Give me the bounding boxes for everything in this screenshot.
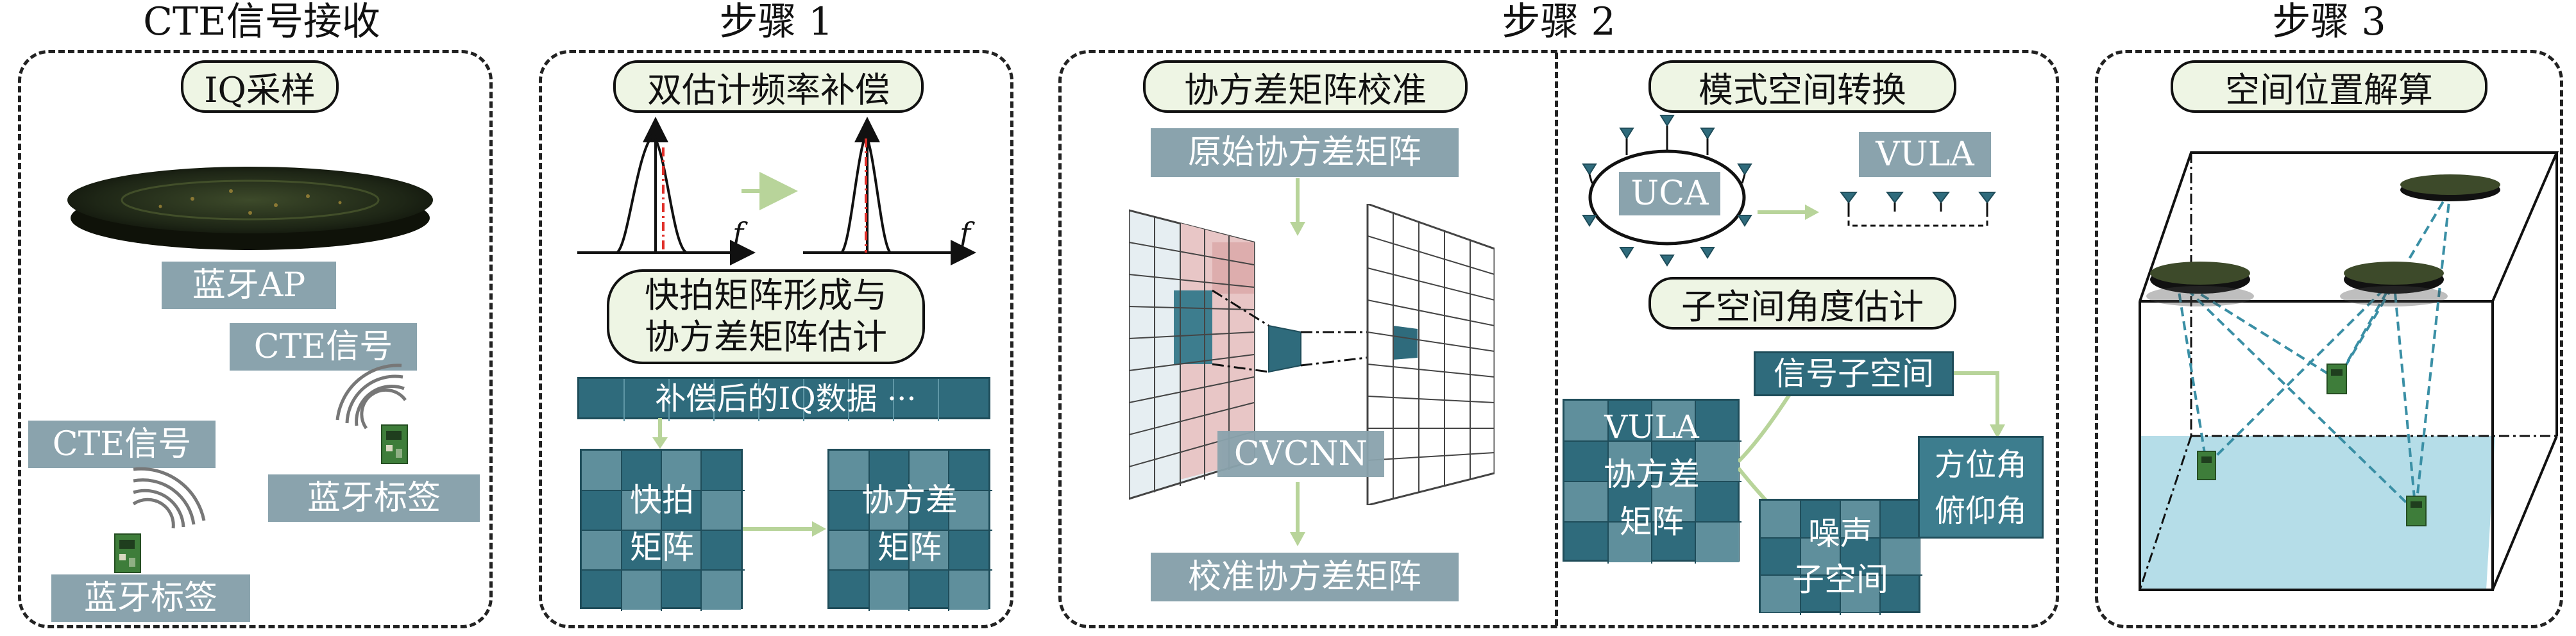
panel2-divider bbox=[1555, 53, 1558, 626]
cte-signal-label-left: CTE信号 bbox=[28, 421, 216, 468]
snapshot-title-line2: 协方差矩阵估计 bbox=[645, 317, 887, 357]
spectrum-compensation-plot: f f bbox=[577, 117, 976, 265]
3d-positioning-scene bbox=[2139, 151, 2559, 591]
noise-label-2: 子空间 bbox=[1792, 561, 1888, 598]
bluetooth-tag-label-left: 蓝牙标签 bbox=[51, 574, 250, 622]
vula-matrix-grid bbox=[1564, 401, 1741, 564]
noise-subspace-matrix: 噪声 子空间 bbox=[1759, 499, 1922, 615]
ap-discs bbox=[2146, 174, 2500, 306]
snapshot-matrix: 快拍 矩阵 bbox=[580, 449, 745, 611]
f-axis-label-2: f bbox=[958, 216, 975, 251]
cvcnn-network-diagram bbox=[1129, 204, 1495, 505]
snapshot-title-line1: 快拍矩阵形成与 bbox=[645, 275, 887, 316]
iq-to-snapshot-arrow bbox=[652, 418, 668, 449]
covariance-matrix-label-2: 矩阵 bbox=[877, 529, 942, 566]
signal-to-angle-arrow bbox=[1954, 371, 2005, 439]
signal-wave-icon bbox=[335, 364, 407, 430]
subspace-angle-estimation-pill: 子空间角度估计 bbox=[1648, 277, 1956, 330]
f-axis-label: f bbox=[731, 216, 748, 251]
raw-covariance-label: 原始协方差矩阵 bbox=[1151, 128, 1459, 177]
snapshot-covariance-pill: 快拍矩阵形成与 协方差矩阵估计 bbox=[607, 269, 925, 364]
cvcnn-label: CVCNN bbox=[1217, 431, 1384, 477]
vula-array-diagram bbox=[1840, 192, 1996, 227]
panel3-frame bbox=[2095, 50, 2563, 628]
panel3-title: 步骤 3 bbox=[2272, 0, 2386, 44]
panel1-frame bbox=[539, 50, 1013, 628]
bluetooth-ap-device bbox=[67, 167, 433, 250]
uca-label: UCA bbox=[1619, 172, 1720, 215]
dual-freq-compensation-pill: 双估计频率补偿 bbox=[613, 60, 924, 113]
iq-bar-grid bbox=[623, 379, 939, 421]
uca-to-vula-arrow bbox=[1758, 205, 1819, 220]
bluetooth-ap-label: 蓝牙AP bbox=[162, 262, 336, 309]
covariance-calibration-pill: 协方差矩阵校准 bbox=[1143, 60, 1468, 113]
vula-matrix-label-1: VULA bbox=[1604, 408, 1699, 446]
raw-to-cnn-arrow bbox=[1290, 178, 1305, 236]
iq-sampling-pill: IQ采样 bbox=[181, 60, 339, 113]
signal-wave-icon-left bbox=[132, 467, 206, 529]
covariance-matrix-grid bbox=[829, 451, 992, 611]
panel2-frame bbox=[1058, 50, 2059, 628]
signal-subspace-bar: 信号子空间 bbox=[1754, 351, 1954, 396]
position-solving-pill: 空间位置解算 bbox=[2171, 60, 2487, 113]
mode-space-transform-pill: 模式空间转换 bbox=[1648, 60, 1956, 113]
cnn-to-calibrated-arrow bbox=[1290, 482, 1305, 546]
signal-subspace-label: 信号子空间 bbox=[1774, 355, 1934, 392]
vula-matrix-label-2: 协方差 bbox=[1604, 456, 1700, 493]
covariance-matrix-label-1: 协方差 bbox=[861, 481, 958, 519]
elevation-label: 俯仰角 bbox=[1934, 493, 2027, 529]
covariance-matrix: 协方差 矩阵 bbox=[827, 449, 992, 611]
vula-label: VULA bbox=[1859, 132, 1991, 177]
noise-label-1: 噪声 bbox=[1808, 515, 1872, 552]
azimuth-elevation-box: 方位角 俯仰角 bbox=[1918, 436, 2044, 539]
bluetooth-tag-label-right: 蓝牙标签 bbox=[268, 474, 480, 522]
snapshot-matrix-grid bbox=[582, 451, 745, 611]
uca-array-diagram bbox=[1582, 115, 1752, 267]
panel0-title: CTE信号接收 bbox=[143, 0, 380, 44]
iq-data-bar: 补偿后的IQ数据 ··· bbox=[577, 377, 990, 421]
snapshot-matrix-label-2: 矩阵 bbox=[630, 529, 694, 566]
panel0-frame bbox=[18, 50, 493, 628]
iq-bar-label: 补偿后的IQ数据 ··· bbox=[655, 381, 917, 417]
bluetooth-tag-chip-icon bbox=[381, 424, 408, 464]
panel2-title: 步骤 2 bbox=[1502, 0, 1616, 44]
azimuth-label: 方位角 bbox=[1934, 447, 2027, 483]
snapshot-matrix-label-1: 快拍 bbox=[630, 481, 694, 519]
noise-matrix-grid bbox=[1761, 501, 1922, 615]
vula-matrix-label-3: 矩阵 bbox=[1620, 503, 1684, 540]
cte-signal-label-right: CTE信号 bbox=[230, 323, 417, 371]
panel1-title: 步骤 1 bbox=[719, 0, 833, 44]
calibrated-covariance-label: 校准协方差矩阵 bbox=[1151, 553, 1459, 601]
bluetooth-tag-chip-icon-left bbox=[114, 533, 141, 573]
vula-covariance-matrix: VULA 协方差 矩阵 bbox=[1563, 399, 1741, 564]
snapshot-to-covariance-arrow bbox=[743, 521, 826, 537]
